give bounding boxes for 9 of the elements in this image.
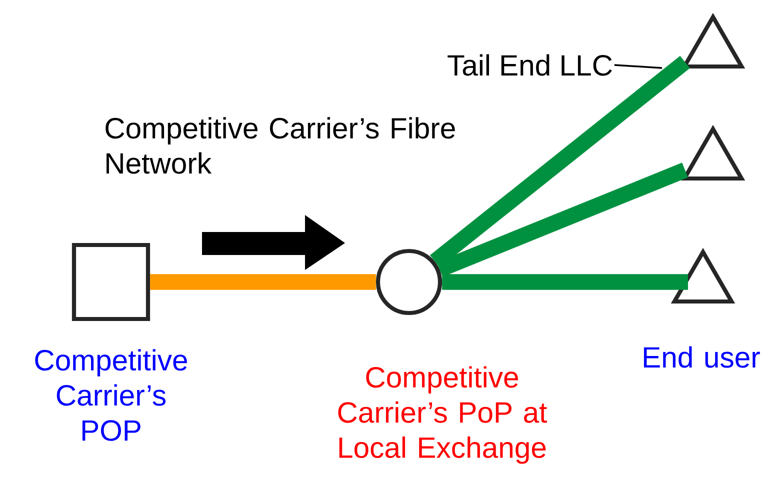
link-line (442, 274, 688, 290)
leader-line (614, 64, 662, 69)
network-label: Competitive Carrier’s Fibre Network (106, 117, 455, 174)
node-label: Competitive Carrier’s PoP at Local Exchange (338, 366, 547, 464)
node-label: Competitive Carrier’s POP (35, 349, 187, 441)
link-line (436, 162, 688, 277)
link-line (150, 274, 376, 290)
node-label: End user (644, 346, 760, 368)
callout-text: Tail End LLC (448, 54, 612, 76)
